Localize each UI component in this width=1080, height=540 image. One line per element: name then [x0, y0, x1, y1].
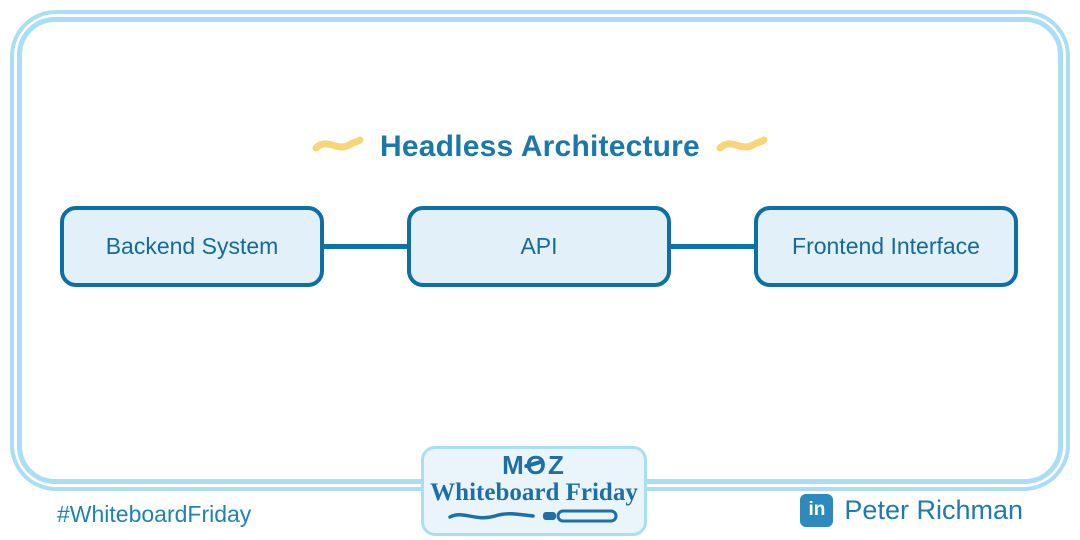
- title-squiggle-right-icon: [716, 133, 768, 162]
- moz-whiteboard-friday-logo: MOZ Whiteboard Friday: [421, 446, 647, 536]
- page-title: Headless Architecture: [380, 130, 700, 163]
- hashtag-label: #WhiteboardFriday: [57, 501, 252, 527]
- connector-api-frontend: [671, 244, 754, 249]
- node-frontend-interface: Frontend Interface: [754, 206, 1018, 287]
- author-name: Peter Richman: [844, 495, 1023, 525]
- node-backend-system: Backend System: [60, 206, 324, 287]
- title-row: Headless Architecture: [0, 130, 1080, 164]
- linkedin-icon-label: in: [808, 498, 826, 520]
- connector-backend-api: [324, 244, 407, 249]
- node-api-label: API: [520, 233, 558, 259]
- node-frontend-interface-label: Frontend Interface: [792, 233, 980, 259]
- whiteboard-friday-label: Whiteboard Friday: [430, 478, 638, 506]
- marker-squiggle-icon: [445, 507, 623, 530]
- node-api: API: [407, 206, 671, 287]
- linkedin-icon: in: [800, 494, 834, 527]
- node-backend-system-label: Backend System: [105, 233, 279, 259]
- title-squiggle-left-icon: [312, 133, 364, 162]
- moz-wordmark: MOZ: [502, 452, 566, 478]
- author-attribution: in Peter Richman: [800, 494, 1023, 527]
- diagram-row: Backend System API Frontend Interface: [60, 206, 1018, 287]
